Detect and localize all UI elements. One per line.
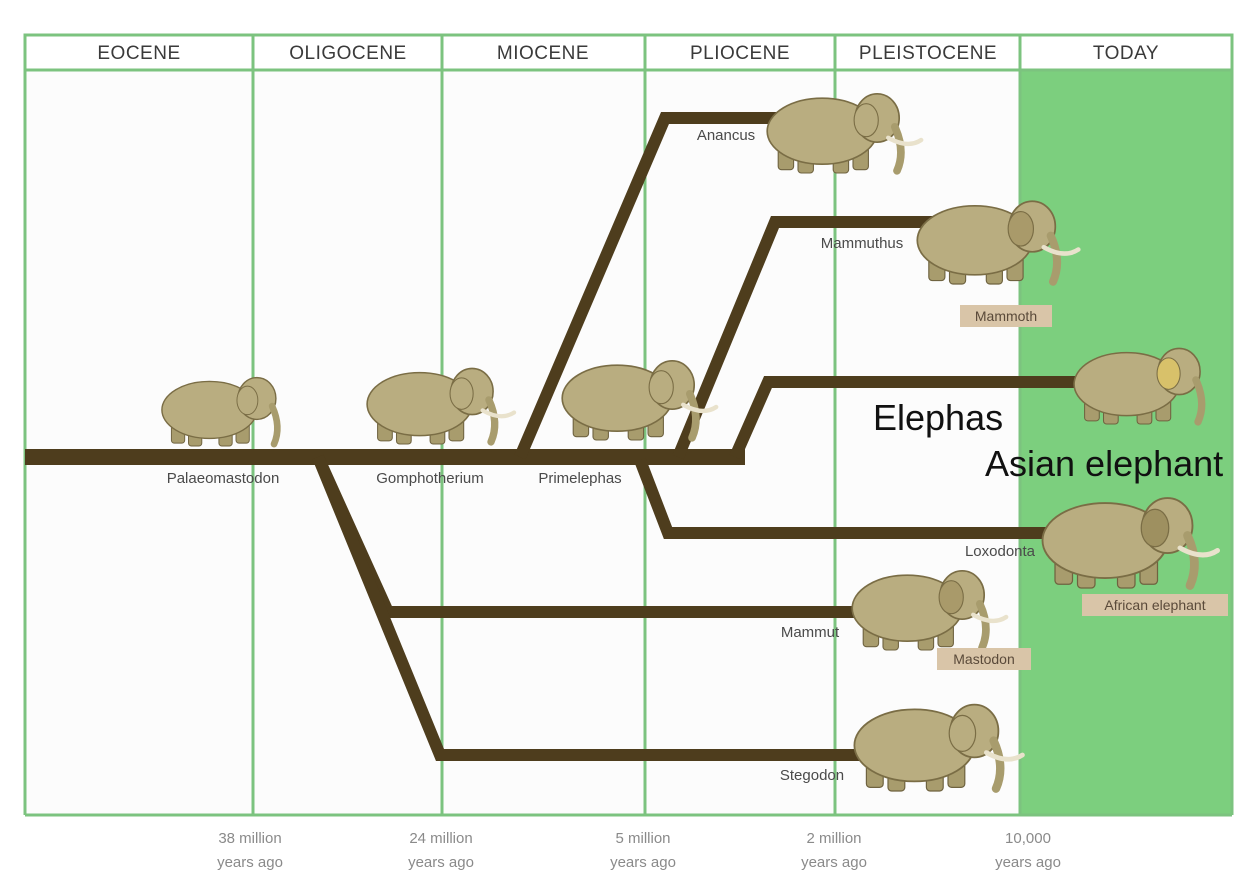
era-miocene: MIOCENE — [497, 43, 589, 64]
time-2m-line1: 2 million — [806, 830, 861, 847]
era-pleistocene: PLEISTOCENE — [859, 43, 997, 64]
label-stegodon: Stegodon — [780, 767, 844, 784]
era-pliocene: PLIOCENE — [690, 43, 790, 64]
label-mastodon: Mastodon — [953, 651, 1014, 667]
label-mammuthus: Mammuthus — [821, 235, 904, 252]
time-labels: 38 million years ago 24 million years ag… — [217, 830, 1061, 871]
label-palaeomastodon: Palaeomastodon — [167, 470, 280, 487]
label-anancus: Anancus — [697, 127, 755, 144]
era-today: TODAY — [1093, 43, 1159, 64]
time-10k-line1: 10,000 — [1005, 830, 1051, 847]
annotation-elephas: Elephas — [873, 397, 1003, 438]
annotation-asian-elephant: Asian elephant — [985, 443, 1223, 484]
era-eocene: EOCENE — [97, 43, 180, 64]
era-oligocene: OLIGOCENE — [289, 43, 406, 64]
time-24m-line1: 24 million — [409, 830, 472, 847]
time-10k-line2: years ago — [995, 854, 1061, 871]
label-african-elephant: African elephant — [1104, 597, 1205, 613]
label-mammut: Mammut — [781, 624, 840, 641]
label-gomphotherium: Gomphotherium — [376, 470, 484, 487]
time-24m-line2: years ago — [408, 854, 474, 871]
label-primelephas: Primelephas — [538, 470, 621, 487]
time-38m-line1: 38 million — [218, 830, 281, 847]
time-5m-line1: 5 million — [615, 830, 670, 847]
era-header-row — [25, 35, 1232, 70]
time-5m-line2: years ago — [610, 854, 676, 871]
label-mammoth: Mammoth — [975, 308, 1037, 324]
time-38m-line2: years ago — [217, 854, 283, 871]
time-2m-line2: years ago — [801, 854, 867, 871]
label-loxodonta: Loxodonta — [965, 543, 1036, 560]
